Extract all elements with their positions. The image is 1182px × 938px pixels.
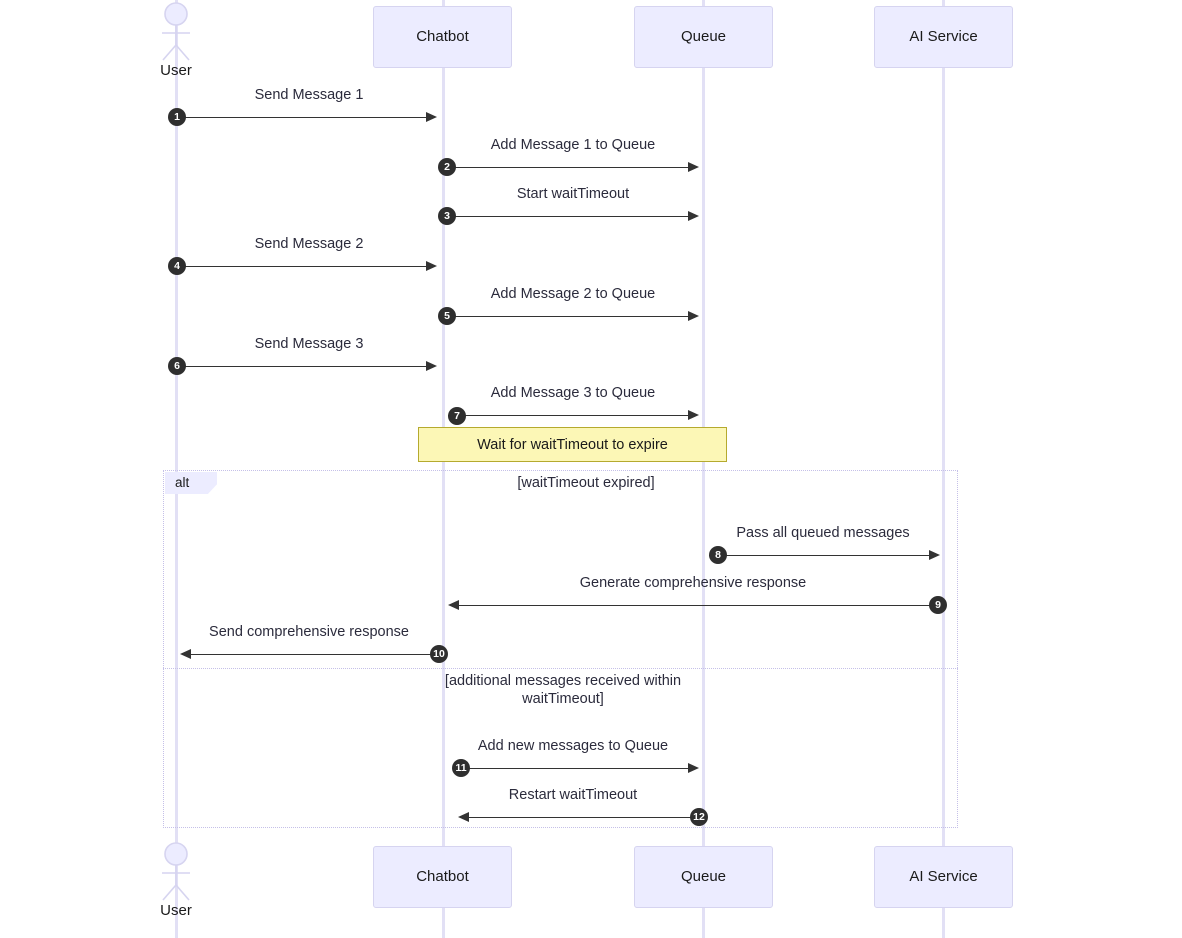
participant-ai-service-top[interactable]: AI Service [874, 6, 1013, 68]
alt-fragment-divider [163, 668, 958, 669]
message-5-arrowhead [688, 311, 699, 321]
actor-figure-icon [162, 2, 190, 61]
note-wait-timeout-text: Wait for waitTimeout to expire [477, 436, 668, 453]
participant-ai-service-bottom-label: AI Service [909, 867, 978, 885]
message-3-label: Start waitTimeout [516, 186, 630, 202]
message-4-label: Send Message 2 [254, 236, 364, 252]
alt-fragment-tag: alt [165, 472, 217, 495]
message-12-line [464, 817, 692, 818]
message-8-line [709, 555, 933, 556]
message-11-label: Add new messages to Queue [477, 738, 669, 754]
message-10-label: Send comprehensive response [209, 624, 409, 640]
message-5-line [448, 316, 692, 317]
message-12-badge: 12 [690, 808, 708, 826]
lifeline-chatbot [442, 0, 445, 938]
note-wait-timeout: Wait for waitTimeout to expire [418, 427, 727, 462]
participant-queue-bottom-label: Queue [680, 867, 727, 885]
participant-queue-bottom[interactable]: Queue [634, 846, 773, 908]
message-3-badge: 3 [438, 207, 456, 225]
message-8-badge: 8 [709, 546, 727, 564]
message-4-arrowhead [426, 261, 437, 271]
message-7-arrowhead [688, 410, 699, 420]
alt-branch-1-condition: [waitTimeout expired] [517, 475, 655, 491]
alt-fragment [163, 470, 958, 828]
message-3-line [448, 216, 692, 217]
message-1-arrowhead [426, 112, 437, 122]
message-8-label: Pass all queued messages [736, 525, 910, 541]
message-12-arrowhead [458, 812, 469, 822]
message-10-line [186, 654, 436, 655]
actor-user-bottom-label: User [160, 902, 192, 919]
participant-chatbot-top[interactable]: Chatbot [373, 6, 512, 68]
message-11-badge: 11 [452, 759, 470, 777]
message-9-badge: 9 [929, 596, 947, 614]
actor-figure-icon [162, 842, 190, 901]
actor-user-bottom[interactable] [153, 842, 199, 904]
message-2-badge: 2 [438, 158, 456, 176]
participant-chatbot-top-label: Chatbot [416, 27, 469, 45]
actor-user-top-label: User [160, 62, 192, 79]
message-6-badge: 6 [168, 357, 186, 375]
message-4-line [180, 266, 432, 267]
message-10-arrowhead [180, 649, 191, 659]
message-3-arrowhead [688, 211, 699, 221]
message-7-line [448, 415, 692, 416]
message-1-line [180, 117, 432, 118]
message-9-line [453, 605, 931, 606]
message-5-badge: 5 [438, 307, 456, 325]
message-2-arrowhead [688, 162, 699, 172]
participant-ai-service-bottom[interactable]: AI Service [874, 846, 1013, 908]
participant-queue-top[interactable]: Queue [634, 6, 773, 68]
message-5-label: Add Message 2 to Queue [490, 286, 656, 302]
message-7-label: Add Message 3 to Queue [490, 385, 656, 401]
message-7-badge: 7 [448, 407, 466, 425]
message-1-badge: 1 [168, 108, 186, 126]
message-2-label: Add Message 1 to Queue [490, 137, 656, 153]
message-4-badge: 4 [168, 257, 186, 275]
message-6-line [180, 366, 432, 367]
message-2-line [448, 167, 692, 168]
participant-chatbot-bottom[interactable]: Chatbot [373, 846, 512, 908]
message-11-line [457, 768, 692, 769]
message-6-label: Send Message 3 [254, 336, 364, 352]
message-9-label: Generate comprehensive response [579, 575, 807, 591]
lifeline-user [175, 0, 178, 938]
message-11-arrowhead [688, 763, 699, 773]
participant-ai-service-top-label: AI Service [909, 27, 978, 45]
message-8-arrowhead [929, 550, 940, 560]
participant-chatbot-bottom-label: Chatbot [416, 867, 469, 885]
message-10-badge: 10 [430, 645, 448, 663]
lifeline-ai [942, 0, 945, 938]
actor-user-top[interactable] [153, 2, 199, 64]
message-12-label: Restart waitTimeout [508, 787, 638, 803]
message-1-label: Send Message 1 [254, 87, 364, 103]
alt-branch-2-condition: [additional messages received within wai… [444, 673, 682, 708]
lifeline-queue [702, 0, 705, 938]
message-9-arrowhead [448, 600, 459, 610]
participant-queue-top-label: Queue [680, 27, 727, 45]
message-6-arrowhead [426, 361, 437, 371]
